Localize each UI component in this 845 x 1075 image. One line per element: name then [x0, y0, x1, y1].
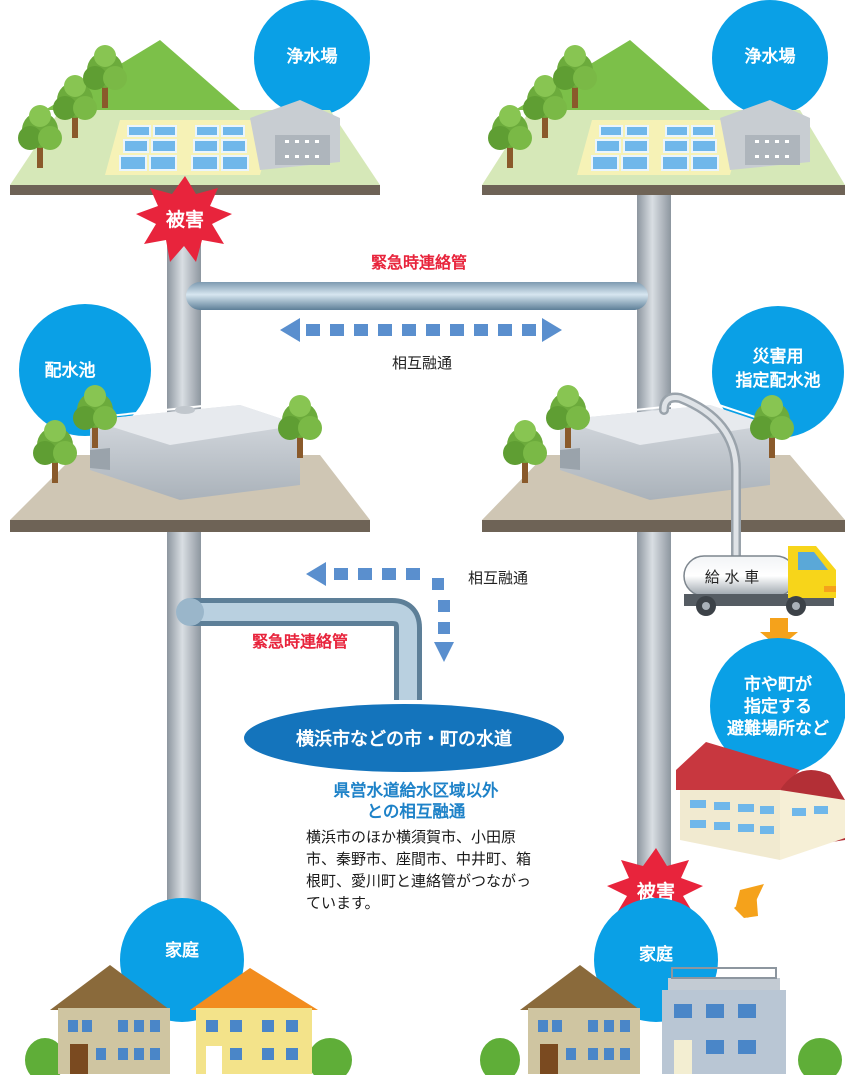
plant-right-label: 浄水場: [745, 46, 796, 67]
shelter-label-1: 市や町が: [744, 674, 812, 695]
damage-top-label: 被害: [166, 208, 204, 231]
truck-label: 給 水 車: [705, 568, 760, 586]
mutual-supply-description: 県営水道給水区域以外 との相互融通 横浜市のほか横須賀市、小田原市、秦野市、座間…: [296, 780, 536, 914]
shelter-label-2: 指定する: [744, 696, 812, 717]
reservoir-left-circle: [19, 304, 151, 436]
damage-burst-top: 被害: [136, 176, 232, 262]
emergency-pipe-mid-label: 緊急時連絡管: [252, 632, 348, 651]
description-heading-2: との相互融通: [366, 802, 466, 821]
emergency-pipe-top-label: 緊急時連絡管: [371, 253, 467, 272]
description-body: 横浜市のほか横須賀市、小田原市、秦野市、座間市、中井町、箱根町、愛川町と連絡管が…: [306, 828, 532, 912]
arrow-truck-to-shelter: [760, 618, 798, 648]
reservoir-left-label: 配水池: [45, 360, 96, 381]
plant-right-circle: [712, 0, 828, 116]
city-water-label: 横浜市などの市・町の水道: [296, 728, 512, 750]
plant-left-label: 浄水場: [287, 46, 338, 67]
shelter-circle: [710, 638, 845, 774]
mutual-mid-label: 相互融通: [468, 569, 528, 587]
water-plant-right: 浄水場: [482, 0, 845, 195]
shelter-building: [676, 742, 845, 860]
mutual-arrow-mid: [306, 562, 454, 662]
water-plant-left: 浄水場: [10, 0, 380, 195]
city-water-ellipse: [244, 704, 564, 772]
pipe-right-vertical: [637, 190, 671, 950]
damage-bottom-label: 被害: [637, 880, 675, 903]
home-right-label: 家庭: [639, 944, 673, 965]
emergency-pipe-top: [186, 282, 648, 310]
pipe-left-vertical: [167, 190, 201, 950]
reservoir-left: 配水池: [10, 304, 370, 532]
homes-right: 家庭: [480, 898, 842, 1075]
water-truck: 給 水 車: [683, 546, 836, 616]
reservoir-right: 災害用 指定配水池: [482, 306, 845, 532]
homes-left: 家庭: [25, 898, 352, 1075]
plant-left-circle: [254, 0, 370, 116]
mutual-arrow-top: [280, 318, 562, 342]
reservoir-right-label-1: 災害用: [753, 346, 804, 367]
reservoir-right-label-2: 指定配水池: [736, 370, 821, 391]
home-left-circle: [120, 898, 244, 1022]
emergency-pipe-mid: [176, 598, 422, 700]
mutual-top-label: 相互融通: [392, 354, 452, 372]
home-left-label: 家庭: [165, 940, 199, 961]
description-heading-1: 県営水道給水区域以外: [333, 781, 499, 800]
reservoir-right-circle: [712, 306, 844, 438]
shelter-label-3: 避難場所など: [727, 718, 829, 739]
